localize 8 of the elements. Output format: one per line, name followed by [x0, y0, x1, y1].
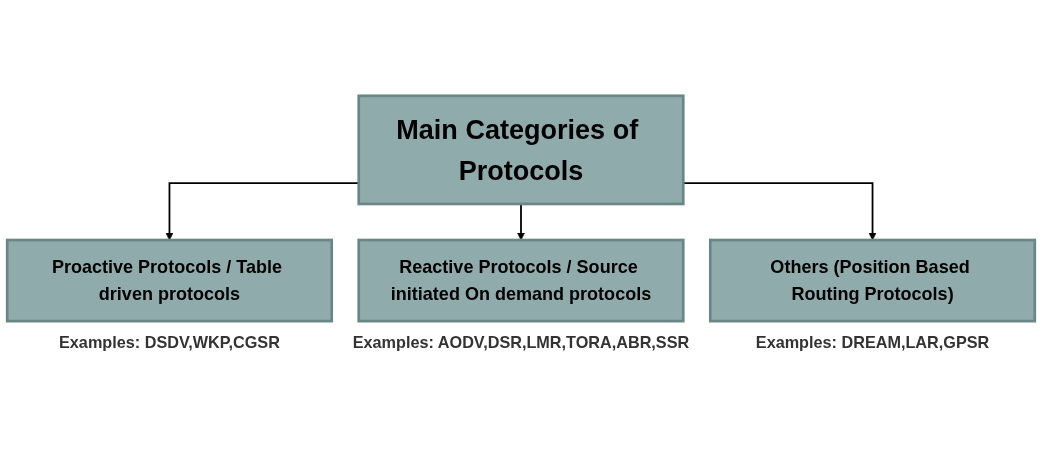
node-box: Proactive Protocols / Table driven protocols — [5, 238, 334, 323]
node-box: Reactive Protocols / Source initiated On demand protocols — [357, 238, 685, 323]
arrow — [517, 203, 525, 241]
node-box: Main Categories of Protocols — [357, 94, 685, 206]
examples-note: Examples: AODV,DSR,LMR,TORA,ABR,SSR — [352, 333, 690, 352]
examples-note: Examples: DREAM,LAR,GPSR — [755, 333, 990, 352]
examples-note: Examples: DSDV,WKP,CGSR — [59, 333, 280, 352]
node-box: Others (Position Based Routing Protocols) — [708, 238, 1037, 323]
